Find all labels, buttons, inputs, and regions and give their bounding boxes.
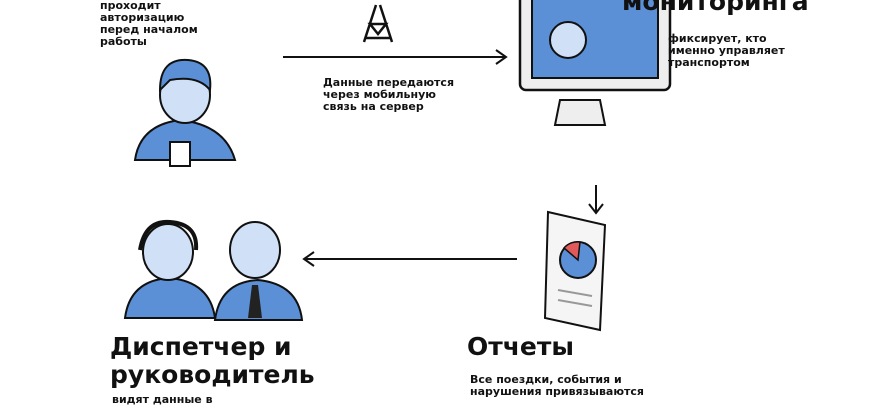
transfer-caption: Данные передаются через мобильную связь … [323,76,455,113]
reports-caption: Все поездки, события и нарушения привязы… [470,373,644,398]
driver-figure [133,58,237,167]
monitor-icon [518,0,672,126]
id-badge-icon [169,141,191,167]
monitoring-caption: фиксирует, кто именно управляет транспор… [668,32,785,69]
dispatcher-figures [123,219,304,321]
reports-title: Отчеты [467,332,574,361]
radio-tower-icon [362,4,394,43]
report-document-icon [543,210,607,332]
arrow-down [588,185,604,215]
dispatcher-title: Диспетчер и руководитель [110,332,315,389]
arrow-left [302,251,517,267]
arrow-right [283,49,508,65]
dispatcher-caption: видят данные в [112,393,213,406]
monitoring-title: мониторинга [622,0,809,16]
driver-caption: проходит авторизацию перед началом работ… [100,0,198,48]
